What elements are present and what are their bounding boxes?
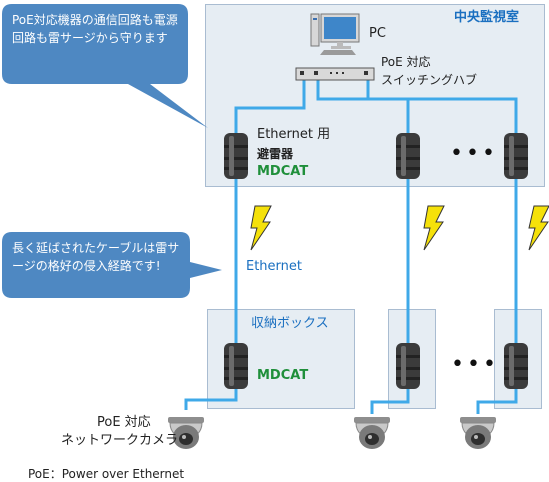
cable-switch-to-arrester-1 xyxy=(234,79,306,135)
cable-switch-to-arrester-2 xyxy=(316,79,410,133)
cable-label: Ethernet xyxy=(246,259,302,274)
camera-label-line2: ネットワークカメラ xyxy=(61,433,179,448)
storage-box-brand: MDCAT xyxy=(257,368,309,383)
camera-label-line1: PoE 対応 xyxy=(97,415,151,430)
arrester-label-line1: Ethernet 用 xyxy=(257,127,331,142)
arrester-icon-top-3 xyxy=(504,133,528,179)
callout-bubble-mid xyxy=(2,232,222,298)
callout-bubble-top xyxy=(2,4,208,128)
ellipsis-top: ••• xyxy=(450,141,498,166)
cable-to-camera-2 xyxy=(370,388,410,414)
arrester-icons-top xyxy=(224,133,528,179)
central-monitoring-room-panel xyxy=(205,4,545,187)
camera-icon-1 xyxy=(168,417,204,449)
arrester-icon-bottom-1 xyxy=(224,343,248,389)
arrester-icons-bottom xyxy=(224,343,528,389)
pc-icon xyxy=(310,13,360,55)
lightning-icon-3 xyxy=(528,205,549,251)
arrester-label-line2: 避雷器 xyxy=(257,147,294,161)
arrester-icon-bottom-3 xyxy=(504,343,528,389)
ellipsis-bottom: ••• xyxy=(451,352,499,377)
footnote: PoE：Power over Ethernet xyxy=(28,467,185,481)
central-room-title: 中央監視室 xyxy=(454,10,520,25)
cable-to-camera-3 xyxy=(476,388,518,414)
lightning-icon-1 xyxy=(250,205,272,251)
arrester-icon-bottom-2 xyxy=(396,343,420,389)
pc-label: PC xyxy=(369,26,386,41)
lightning-icons xyxy=(250,205,549,251)
cable-to-camera-1 xyxy=(184,388,238,410)
camera-icons xyxy=(168,417,496,449)
switch-label-line1: PoE 対応 xyxy=(381,55,431,69)
arrester-icon-top-1 xyxy=(224,133,248,179)
lightning-icon-2 xyxy=(423,205,445,251)
arrester-brand-top: MDCAT xyxy=(257,164,309,179)
cable-switch-to-arrester-3 xyxy=(366,79,518,133)
ethernet-cables xyxy=(184,79,518,414)
storage-box-title: 収納ボックス xyxy=(251,316,329,331)
arrester-icon-top-2 xyxy=(396,133,420,179)
switch-label-line2: スイッチングハブ xyxy=(381,73,478,87)
camera-icon-3 xyxy=(460,417,496,449)
callout-top-text: PoE対応機器の通信回路も電源回路も雷サージから守ります xyxy=(12,13,178,45)
callout-mid-text: 長く延ばされたケーブルは雷サージの格好の侵入経路です! xyxy=(12,241,180,273)
camera-icon-2 xyxy=(354,417,390,449)
switching-hub-icon xyxy=(295,67,375,81)
